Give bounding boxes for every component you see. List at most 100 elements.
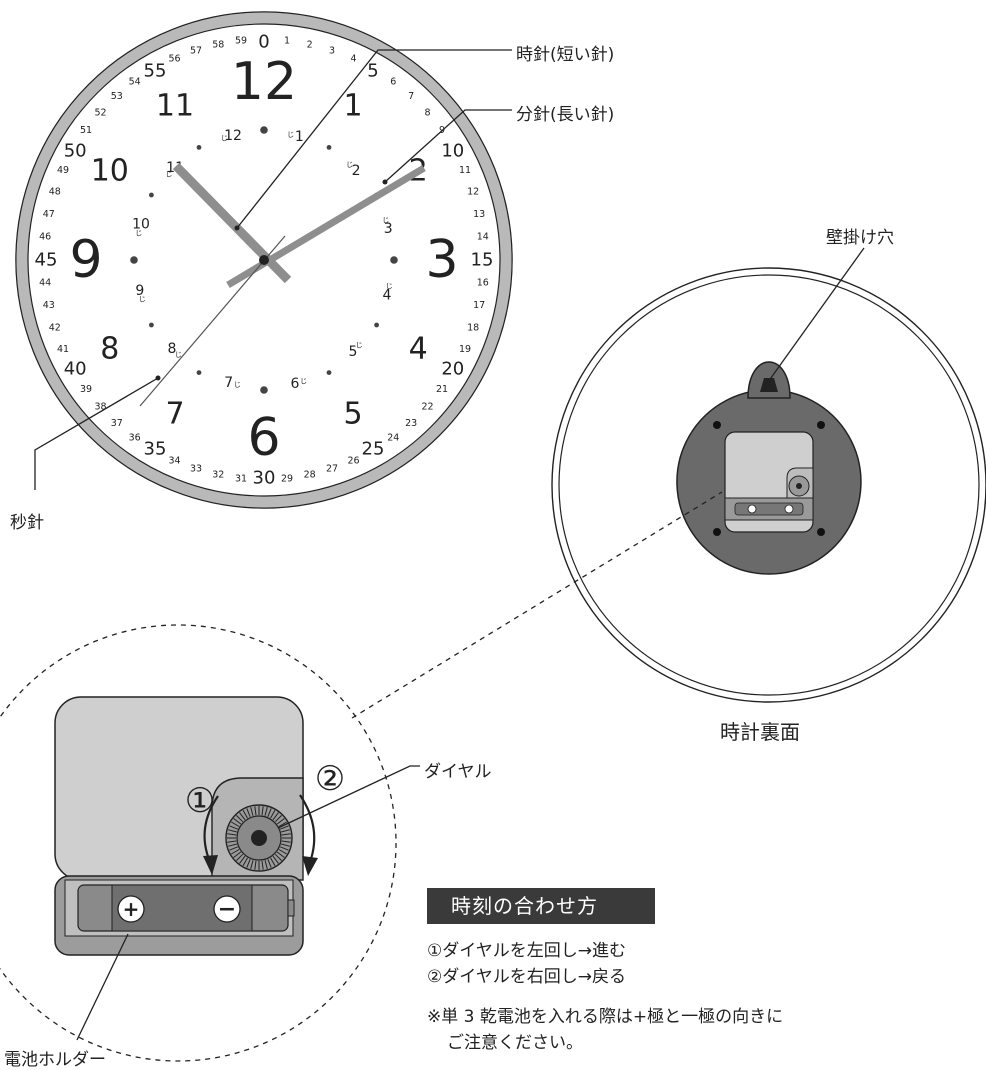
minute-label-minor: 37 (111, 418, 123, 429)
battery-minus (213, 895, 241, 923)
minute-label-minor: 22 (421, 402, 433, 413)
minute-label-minor: 31 (235, 473, 247, 484)
inner-dot (326, 145, 332, 150)
minute-label-minor: 4 (350, 54, 356, 65)
howto-note-2: ご注意ください。 (447, 1033, 583, 1053)
minute-label-minor: 8 (424, 107, 430, 118)
hour-numeral: 7 (165, 397, 184, 432)
wall-hole-leader (767, 247, 865, 383)
minute-label-major: 5 (367, 61, 378, 82)
minute-label-minor: 27 (326, 464, 338, 475)
inner-dot (260, 126, 268, 134)
front-leader-lines (34, 49, 512, 490)
inner-hour-label: 8 (167, 341, 176, 357)
inner-hour-label: 4 (383, 287, 392, 303)
clock-back (551, 267, 986, 703)
hour-numeral: 11 (156, 88, 194, 123)
hour-numeral: 8 (100, 332, 119, 367)
hour-numeral: 6 (247, 408, 280, 468)
howto-title: 時刻の合わせ方 (427, 888, 655, 924)
minute-label-minor: 42 (49, 323, 61, 334)
inner-ji-mark: じ (221, 134, 228, 142)
hour-numeral: 5 (343, 397, 362, 432)
battery-holder-label: 電池ホルダー (4, 1050, 106, 1070)
minute-label-minor: 36 (129, 433, 141, 444)
minute-label-minor: 58 (212, 39, 224, 50)
minute-label-major: 50 (64, 141, 87, 162)
inner-ji-mark: じ (234, 381, 241, 389)
minute-label-minor: 38 (94, 402, 106, 413)
minute-label-minor: 7 (408, 91, 414, 102)
hand-pivot (259, 255, 269, 265)
inner-hour-label: 12 (224, 128, 242, 144)
step-two: ② (315, 759, 345, 799)
minute-label-minor: 13 (473, 209, 485, 220)
minute-label-minor: 29 (281, 473, 293, 484)
minute-label-minor: 56 (168, 54, 180, 65)
howto-line-2: ②ダイヤルを右回し→戻る (427, 967, 626, 987)
minute-label-major: 25 (362, 438, 385, 459)
inner-ji-mark: じ (175, 351, 182, 359)
inner-dot (149, 192, 154, 198)
minute-label-minor: 46 (39, 232, 51, 243)
inner-hour-label: 6 (291, 376, 300, 392)
step-one: ① (185, 781, 215, 821)
hour-numeral: 9 (69, 230, 102, 290)
back-inner-ring (558, 274, 980, 696)
inner-hour-label: 10 (132, 217, 150, 233)
minute-label-minor: 23 (405, 418, 417, 429)
dial-leader (277, 765, 420, 829)
inner-dot (130, 256, 138, 264)
minute-label-minor: 39 (80, 384, 92, 395)
minute-label-minor: 24 (387, 433, 399, 444)
howto-line-1: ①ダイヤルを左回し→進む (427, 941, 626, 961)
inner-dot (374, 322, 379, 328)
minute-label-minor: 49 (57, 165, 69, 176)
hour-leader-dot (234, 225, 240, 231)
wall-hole-label: 壁掛け穴 (826, 228, 894, 248)
arrow-cw (299, 794, 316, 863)
minute-leader-dot (382, 179, 388, 185)
minute-label-major: 30 (253, 468, 276, 489)
plus-sign: + (123, 897, 140, 921)
inner-ji-mark: じ (386, 283, 393, 291)
minute-label-major: 45 (35, 250, 58, 271)
battery-holder-leader (76, 933, 129, 1041)
inner-ji-mark: じ (382, 216, 389, 224)
minute-label-minor: 53 (111, 91, 123, 102)
hour-numeral: 12 (231, 52, 297, 112)
inner-ji-mark: じ (346, 161, 353, 169)
inner-dot (326, 370, 332, 375)
inner-dot (260, 386, 268, 394)
minute-label-major: 0 (258, 32, 269, 53)
minute-label-minor: 18 (467, 323, 479, 334)
hour-numeral: 3 (425, 230, 458, 290)
minute-label-major: 10 (441, 141, 464, 162)
minute-label-minor: 11 (459, 165, 471, 176)
minute-label-minor: 12 (467, 187, 479, 198)
inner-ji-mark: じ (287, 131, 294, 139)
minute-hand-label: 分針(長い針) (516, 105, 615, 125)
howto-note-1: ※単 3 乾電池を入れる際は+極と一極の向きに (427, 1007, 784, 1027)
inner-dot (390, 256, 398, 264)
inner-hour-label: 5 (348, 344, 357, 360)
minute-label-major: 35 (144, 438, 167, 459)
minute-label-minor: 2 (307, 39, 313, 50)
inner-hour-label: 3 (384, 221, 393, 237)
inner-dot (196, 370, 202, 375)
dial-label: ダイヤル (424, 762, 492, 782)
minute-label-major: 15 (471, 250, 494, 271)
minute-label-minor: 21 (436, 384, 448, 395)
minute-label-minor: 34 (168, 456, 180, 467)
inner-ji-mark: じ (165, 170, 172, 178)
inner-ji-mark: じ (300, 378, 307, 386)
minute-label-minor: 59 (235, 36, 247, 47)
minute-label-minor: 51 (80, 125, 92, 136)
minute-label-minor: 16 (477, 278, 489, 289)
minute-label-minor: 57 (190, 45, 202, 56)
inner-dot (149, 322, 154, 328)
minute-label-minor: 6 (390, 77, 396, 88)
minute-label-minor: 43 (43, 300, 55, 311)
